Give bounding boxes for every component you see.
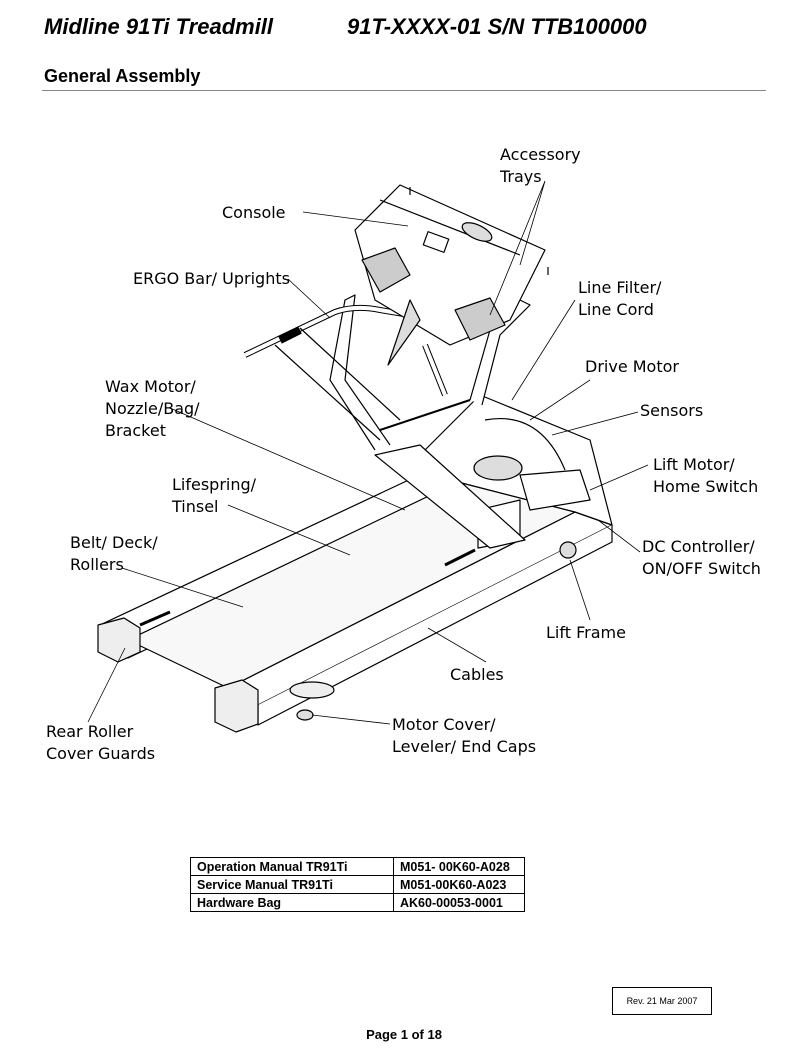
page-number: Page 1 of 18 <box>366 1027 442 1042</box>
section-title: General Assembly <box>44 66 201 86</box>
label-belt-deck: Belt/ Deck/ Rollers <box>70 533 163 574</box>
leader-wax-motor <box>169 407 406 511</box>
leader-dc-controller <box>597 519 641 553</box>
table-row: Hardware Bag AK60-00053-0001 <box>190 893 525 912</box>
label-dc-controller: DC Controller/ ON/OFF Switch <box>642 537 761 578</box>
leader-console <box>302 211 409 227</box>
leader-cables <box>427 627 487 663</box>
label-lift-frame: Lift Frame <box>546 623 626 642</box>
label-lifespring: Lifespring/ Tinsel <box>171 475 261 516</box>
leader-accessory-trays <box>489 180 546 316</box>
table-row: Service Manual TR91Ti M051-00K60-A023 <box>190 875 525 894</box>
leader-ergo-bar <box>287 278 331 319</box>
accessory-tray-left <box>361 247 411 293</box>
leader-lift-frame <box>569 559 591 621</box>
rear-end-cap-left <box>97 617 141 663</box>
leader-lifespring <box>227 504 351 556</box>
rear-end-cap-right <box>214 679 259 733</box>
treadmill-assembly-drawing: Accessory Trays Console ERGO Bar/ Uprigh… <box>46 145 761 763</box>
part-serial-number: 91T-XXXX-01 S/N TTB100000 <box>347 14 647 39</box>
revision-box: Rev. 21 Mar 2007 <box>612 987 712 1015</box>
parts-table: Operation Manual TR91Ti M051- 00K60-A028… <box>190 857 525 912</box>
leader-drive-motor <box>529 379 591 421</box>
label-lift-motor: Lift Motor/ Home Switch <box>653 455 758 496</box>
label-wax-motor: Wax Motor/ Nozzle/Bag/ Bracket <box>105 377 205 440</box>
leader-sensors <box>551 411 639 436</box>
table-cell: M051- 00K60-A028 <box>393 857 525 876</box>
leader-lift-motor <box>589 464 649 491</box>
upright-right <box>469 299 531 406</box>
table-row: Operation Manual TR91Ti M051- 00K60-A028 <box>190 857 525 876</box>
upright-left <box>329 294 391 451</box>
table-cell: Service Manual TR91Ti <box>190 875 394 894</box>
table-cell: M051-00K60-A023 <box>393 875 525 894</box>
leader-line-filter <box>511 299 576 401</box>
leader-belt-deck <box>121 567 244 608</box>
table-cell: Hardware Bag <box>190 893 394 912</box>
leader-rear-roller <box>87 647 126 723</box>
header-rule <box>42 90 766 91</box>
table-cell: Operation Manual TR91Ti <box>190 857 394 876</box>
leader-motor-cover <box>311 714 391 725</box>
label-console: Console <box>222 203 286 222</box>
label-accessory-trays: Accessory Trays <box>499 145 586 186</box>
label-sensors: Sensors <box>640 401 703 420</box>
table-cell: AK60-00053-0001 <box>393 893 525 912</box>
label-line-filter: Line Filter/ Line Cord <box>578 278 667 319</box>
document-title: Midline 91Ti Treadmill <box>44 14 274 39</box>
label-drive-motor: Drive Motor <box>585 357 679 376</box>
label-motor-cover: Motor Cover/ Leveler/ End Caps <box>392 715 536 756</box>
label-rear-roller: Rear Roller Cover Guards <box>46 722 155 763</box>
label-ergo-bar: ERGO Bar/ Uprights <box>133 269 290 288</box>
label-cables: Cables <box>450 665 504 684</box>
